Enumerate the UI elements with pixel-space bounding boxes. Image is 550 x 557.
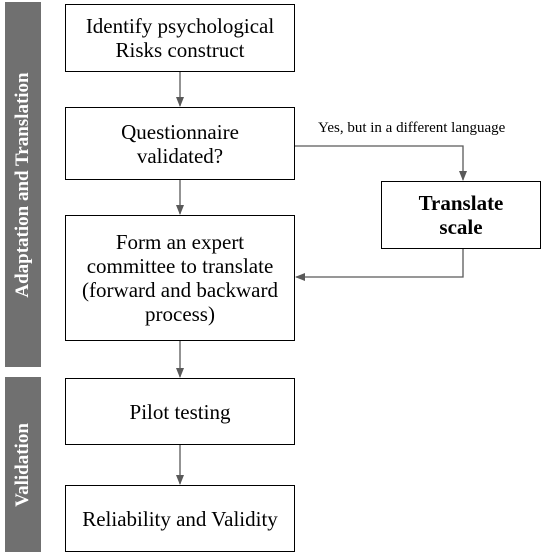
committee-line-2: committee to translate	[86, 254, 274, 278]
committee-line-3: (forward and backward	[82, 278, 278, 302]
edge-label-different-language: Yes, but in a different language	[318, 120, 506, 136]
committee-line-4: process)	[145, 302, 215, 326]
questionnaire-line-1: Questionnaire	[121, 119, 239, 144]
arrow-questionnaire-to-translate	[295, 145, 467, 181]
translate-scale-text: Translate scale	[419, 191, 504, 239]
phase-bar-adaptation-translation: Adaptation and Translation	[5, 2, 41, 367]
translate-scale-box: Translate scale	[381, 181, 541, 249]
translate-line-2: scale	[439, 215, 483, 239]
committee-line-1: Form an expert	[115, 230, 245, 254]
questionnaire-validated-text: Questionnaire validated?	[121, 120, 239, 168]
pilot-testing-box: Pilot testing	[65, 378, 295, 445]
identify-construct-box: Identify psychological Risks construct	[65, 4, 295, 72]
identify-line-2: Risks construct	[115, 38, 245, 62]
phase-bar-validation: Validation	[5, 377, 41, 552]
questionnaire-line-2: validated?	[136, 143, 224, 168]
questionnaire-validated-box: Questionnaire validated?	[65, 107, 295, 180]
pilot-testing-text: Pilot testing	[129, 399, 231, 424]
translate-line-1: Translate	[418, 191, 504, 215]
reliability-validity-box: Reliability and Validity	[65, 485, 295, 552]
expert-committee-text: Form an expert committee to translate (f…	[82, 230, 278, 326]
arrow-translate-to-committee	[295, 249, 464, 281]
expert-committee-box: Form an expert committee to translate (f…	[65, 215, 295, 341]
reliability-validity-text: Reliability and Validity	[82, 506, 278, 531]
identify-construct-text: Identify psychological Risks construct	[86, 14, 274, 62]
identify-line-1: Identify psychological	[85, 14, 275, 38]
